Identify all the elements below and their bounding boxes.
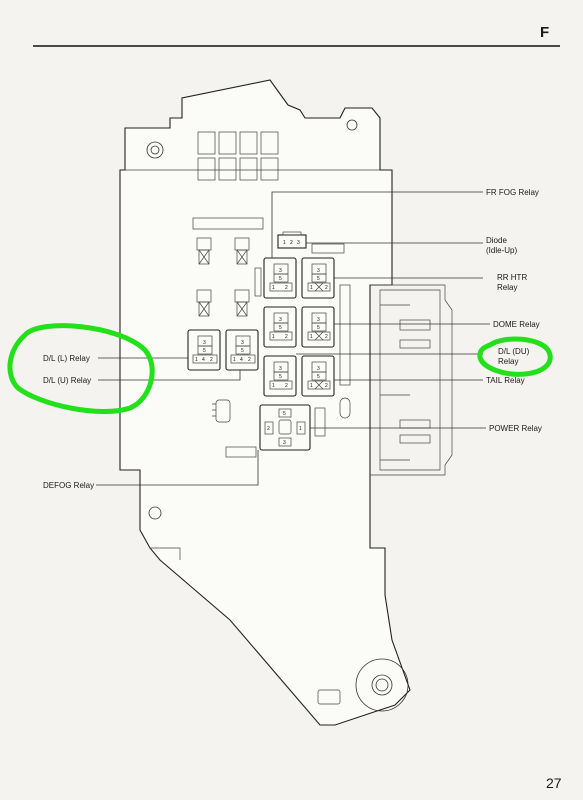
pin-label: 3	[279, 268, 282, 274]
pin-label: 3	[279, 366, 282, 372]
pin-label: 3	[279, 317, 282, 323]
fuse-slot-vertical-small	[314, 407, 326, 437]
pin-label: 1	[195, 357, 198, 363]
pin-label: 2	[248, 357, 251, 363]
bottom-slot	[317, 689, 341, 705]
fr-fog-relay: 3 5 1 2	[263, 257, 297, 299]
mini-fuses	[196, 237, 250, 317]
pin-label: 1	[310, 334, 313, 340]
pin-label: 5	[203, 348, 206, 354]
pin-label: 3	[203, 340, 206, 346]
pin-label: 5	[279, 325, 282, 331]
leader-lines	[96, 191, 490, 486]
pin-label: 3	[317, 366, 320, 372]
pin-label: 2	[285, 285, 288, 291]
pin-label: 2	[325, 285, 328, 291]
pin-label: 1	[233, 357, 236, 363]
pin-label: 2	[267, 426, 270, 432]
mount-hole-right	[346, 119, 358, 131]
pin-label: 3	[317, 317, 320, 323]
mount-hole-bottom	[148, 506, 162, 520]
pin-label: 5	[279, 374, 282, 380]
label-tail-relay: TAIL Relay	[486, 376, 525, 385]
bottom-boss	[355, 658, 409, 712]
power-relay: 5 2 1 3	[259, 404, 311, 451]
label-diode-line1: Diode	[486, 236, 507, 245]
dome-relay: 3 5 1 2	[301, 306, 335, 348]
fuse-slot-diode-side	[311, 243, 345, 254]
label-dl-du-line2: Relay	[498, 357, 518, 366]
relay-middle-left: 3 5 1 2	[263, 306, 297, 348]
label-dl-l-relay: D/L (L) Relay	[43, 354, 90, 363]
diode-idle-up: 1 2 3	[277, 231, 307, 249]
label-dl-du-line1: D/L (DU)	[498, 347, 530, 356]
pin-label: 2	[325, 383, 328, 389]
pin-label: 1	[299, 426, 302, 432]
section-letter: F	[540, 24, 550, 41]
label-rr-htr-line1: RR HTR	[497, 273, 527, 282]
pin-label: 1	[310, 383, 313, 389]
label-defog-relay: DEFOG Relay	[43, 481, 94, 490]
pin-label: 5	[283, 411, 286, 417]
pin-label: 5	[241, 348, 244, 354]
pin-label: 1	[272, 285, 275, 291]
side-connector	[212, 399, 231, 423]
rr-htr-relay: 3 5 1 2	[301, 257, 335, 299]
label-diode-line2: (Idle-Up)	[486, 246, 517, 255]
page-number: 27	[546, 775, 562, 791]
dl-u-relay: 3 5 1 4 2	[225, 329, 259, 371]
bottom-boss-hole	[375, 678, 389, 692]
pin-label: 1	[310, 285, 313, 291]
pin-label: 2	[325, 334, 328, 340]
fuse-slot-vertical-long	[339, 284, 351, 386]
pin-label: 4	[202, 357, 205, 363]
top-fuse-grid	[197, 131, 279, 181]
pin-label: 2	[210, 357, 213, 363]
pin-label: 3	[241, 340, 244, 346]
highlight-circle-left	[7, 323, 155, 414]
label-dome-relay: DOME Relay	[493, 320, 540, 329]
diode-pin-1: 1	[283, 240, 286, 246]
fuse-slot-vertical-left	[254, 267, 262, 297]
label-dl-u-relay: D/L (U) Relay	[43, 376, 91, 385]
pin-label: 2	[285, 383, 288, 389]
pin-label: 2	[285, 334, 288, 340]
mount-hole-left	[146, 141, 164, 159]
pin-label: 1	[272, 383, 275, 389]
dl-l-relay: 3 5 1 4 2	[187, 329, 221, 371]
mount-hole-left-inner	[150, 145, 160, 155]
fuse-slot-bottom	[225, 446, 257, 458]
pin-label: 3	[283, 440, 286, 446]
pin-label: 3	[317, 268, 320, 274]
fuse-slot-wide	[192, 217, 264, 230]
pin-label: 5	[317, 325, 320, 331]
pin-label: 5	[279, 276, 282, 282]
pin-label: 5	[317, 276, 320, 282]
highlight-circle-right	[477, 336, 553, 377]
lower-step	[150, 547, 181, 560]
tail-relay: 3 5 1 2	[301, 355, 335, 397]
dl-du-relay: 3 5 1 2	[263, 355, 297, 397]
diode-pin-3: 3	[297, 240, 300, 246]
pin-label: 1	[272, 334, 275, 340]
connector-block	[370, 284, 453, 476]
label-fr-fog-relay: FR FOG Relay	[486, 188, 539, 197]
pin-label: 4	[240, 357, 243, 363]
label-rr-htr-line2: Relay	[497, 283, 517, 292]
fuse-slot-oval	[339, 397, 351, 419]
pin-label: 5	[317, 374, 320, 380]
diode-pin-2: 2	[290, 240, 293, 246]
fuse-box-outline	[119, 79, 411, 726]
label-power-relay: POWER Relay	[489, 424, 542, 433]
bottom-boss-inner	[371, 674, 393, 696]
